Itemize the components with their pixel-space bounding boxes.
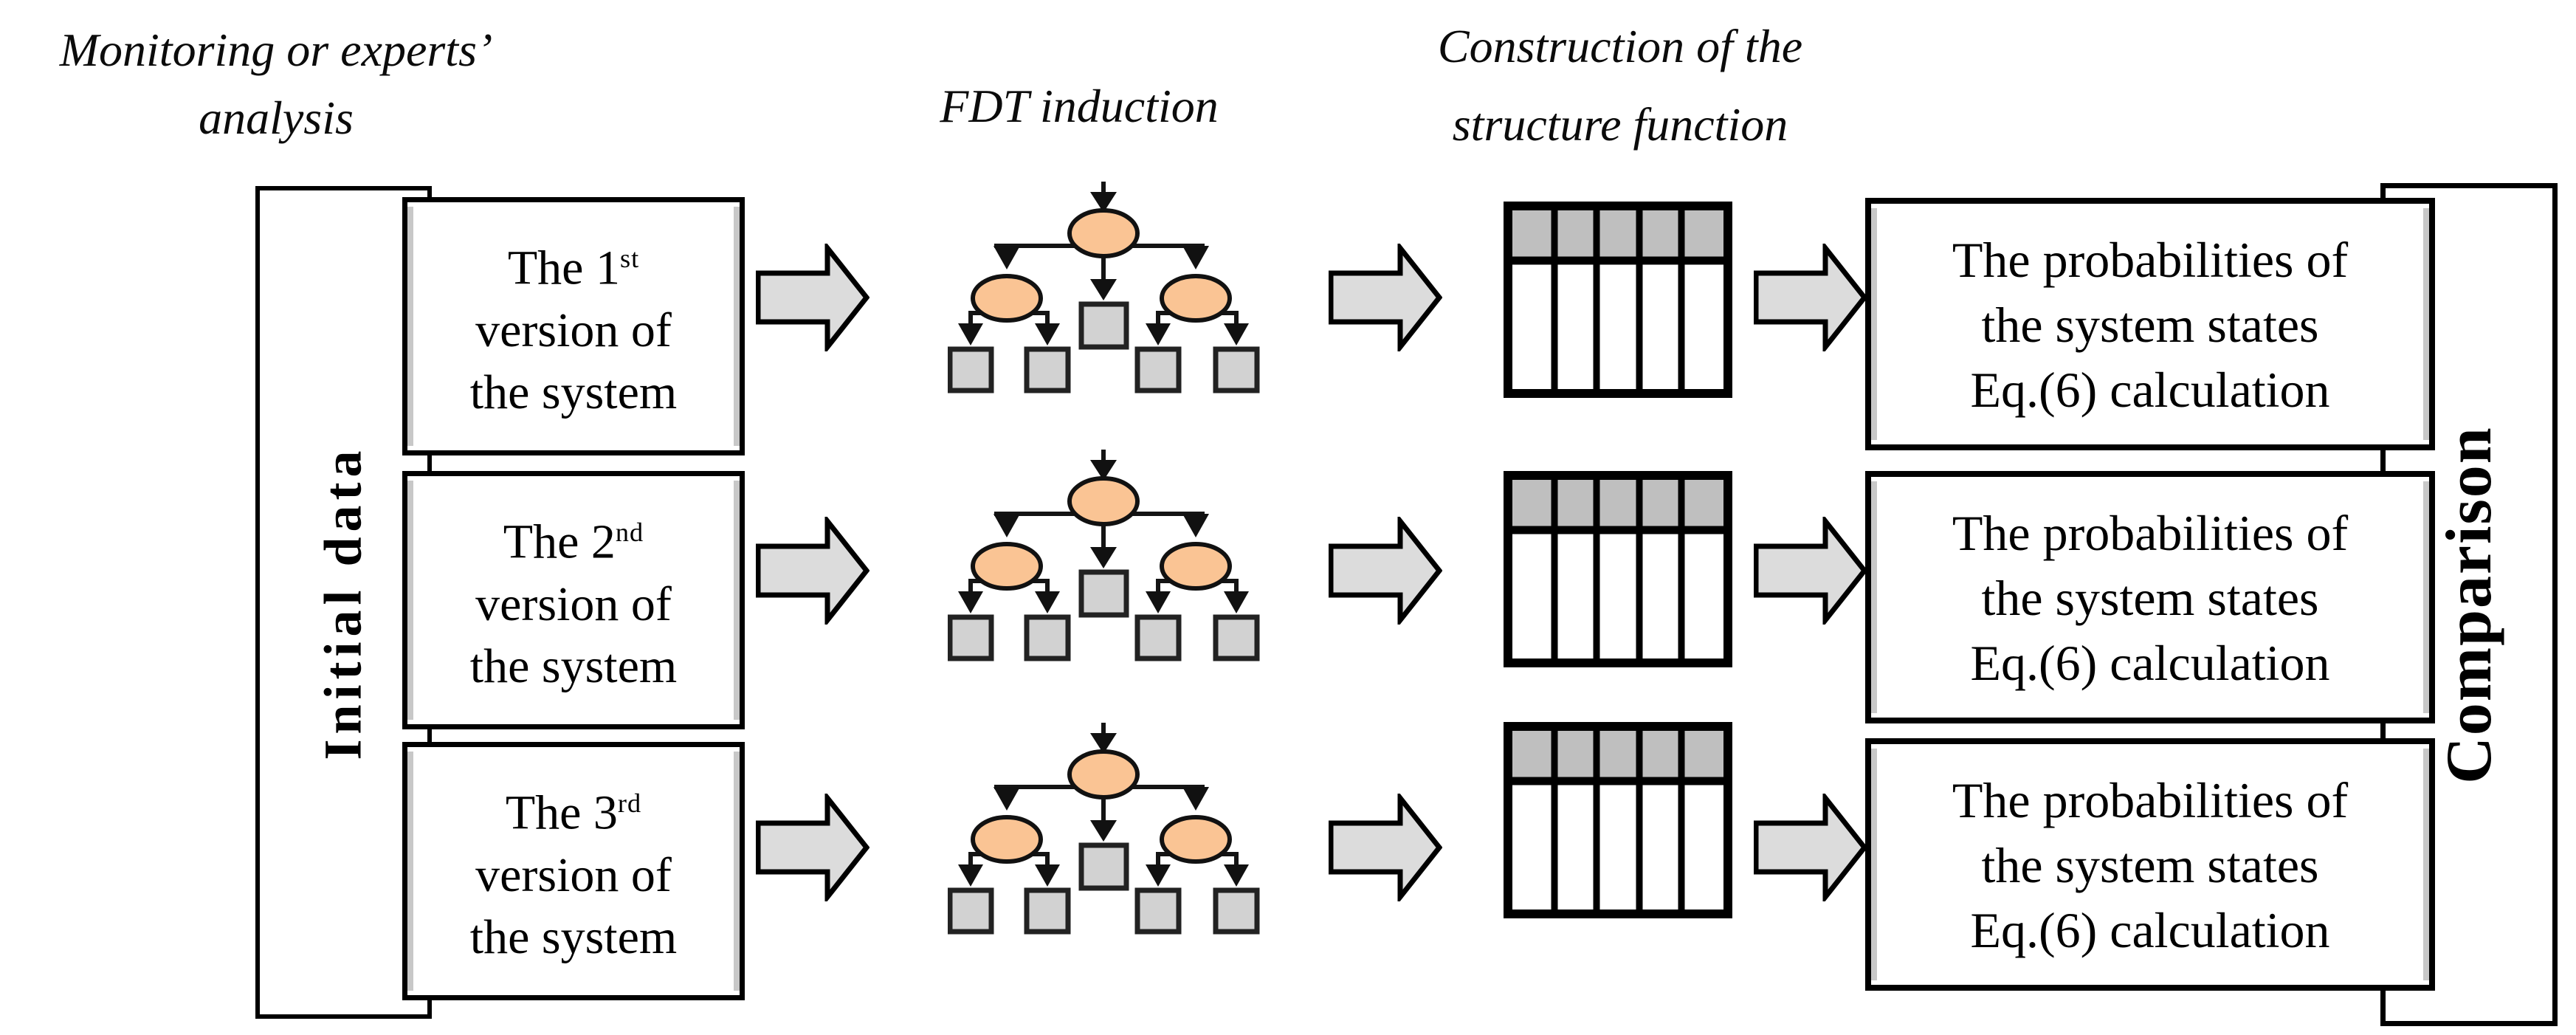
version-box-1-line1: The 1st (507, 241, 640, 295)
version-box-1-line2: version of (475, 303, 672, 357)
result-box-3-line1: The probabilities of (1952, 772, 2349, 828)
result-box-3-line3: Eq.(6) calculation (1970, 902, 2330, 958)
stage-label-monitoring-line2: analysis (199, 92, 354, 144)
version-box-1-line3: the system (469, 365, 678, 419)
ordinal-superscript: rd (617, 788, 642, 818)
version-box-2-line3: the system (469, 639, 678, 693)
version-box-3-line3: the system (469, 910, 678, 964)
version-box-2-line2: version of (475, 577, 672, 631)
version-box-1: The 1st version of the system (402, 197, 745, 455)
fdt-tree-icon (948, 448, 1270, 667)
comparison-label: Comparison (2433, 425, 2505, 784)
flow-arrow-icon (1754, 244, 1867, 351)
stage-label-construction: Construction of the structure function (1397, 7, 1843, 164)
stage-label-monitoring-line1: Monitoring or experts’ (59, 24, 493, 76)
ordinal-superscript: st (619, 244, 640, 273)
version-box-2-line1: The 2nd (503, 515, 644, 569)
stage-label-fdt-line1: FDT induction (940, 80, 1219, 132)
flow-arrow-icon (1329, 517, 1442, 625)
result-box-1-line3: Eq.(6) calculation (1970, 362, 2330, 418)
flow-arrow-icon (1329, 244, 1442, 351)
version-box-3-line2: version of (475, 847, 672, 902)
ordinal-superscript: nd (615, 518, 644, 547)
stage-label-construction-line2: structure function (1452, 98, 1788, 151)
stage-label-construction-line1: Construction of the (1437, 20, 1803, 72)
result-box-1-line1: The probabilities of (1952, 232, 2349, 288)
result-box-2: The probabilities of the system states E… (1865, 471, 2435, 723)
result-box-2-line1: The probabilities of (1952, 505, 2349, 561)
flow-arrow-icon (756, 794, 869, 901)
stage-label-fdt-induction: FDT induction (856, 72, 1302, 140)
result-box-2-line3: Eq.(6) calculation (1970, 635, 2330, 691)
structure-table-icon (1504, 722, 1732, 918)
result-box-2-line2: the system states (1981, 570, 2319, 626)
fdt-tree-icon (948, 180, 1270, 399)
initial-data-label: Initial data (314, 444, 373, 760)
result-box-1-line2: the system states (1981, 297, 2319, 353)
version-box-3: The 3rd version of the system (402, 742, 745, 1000)
version-box-3-line1: The 3rd (505, 785, 642, 840)
result-box-3: The probabilities of the system states E… (1865, 738, 2435, 991)
flow-arrow-icon (1754, 517, 1867, 625)
stage-label-monitoring: Monitoring or experts’ analysis (9, 16, 543, 152)
result-box-3-line2: the system states (1981, 837, 2319, 893)
flow-arrow-icon (756, 244, 869, 351)
structure-table-icon (1504, 202, 1732, 398)
fdt-tree-icon (948, 721, 1270, 940)
flow-arrow-icon (1329, 794, 1442, 901)
flow-arrow-icon (756, 517, 869, 625)
structure-table-icon (1504, 471, 1732, 667)
version-box-2: The 2nd version of the system (402, 471, 745, 729)
result-box-1: The probabilities of the system states E… (1865, 198, 2435, 450)
flow-arrow-icon (1754, 794, 1867, 901)
